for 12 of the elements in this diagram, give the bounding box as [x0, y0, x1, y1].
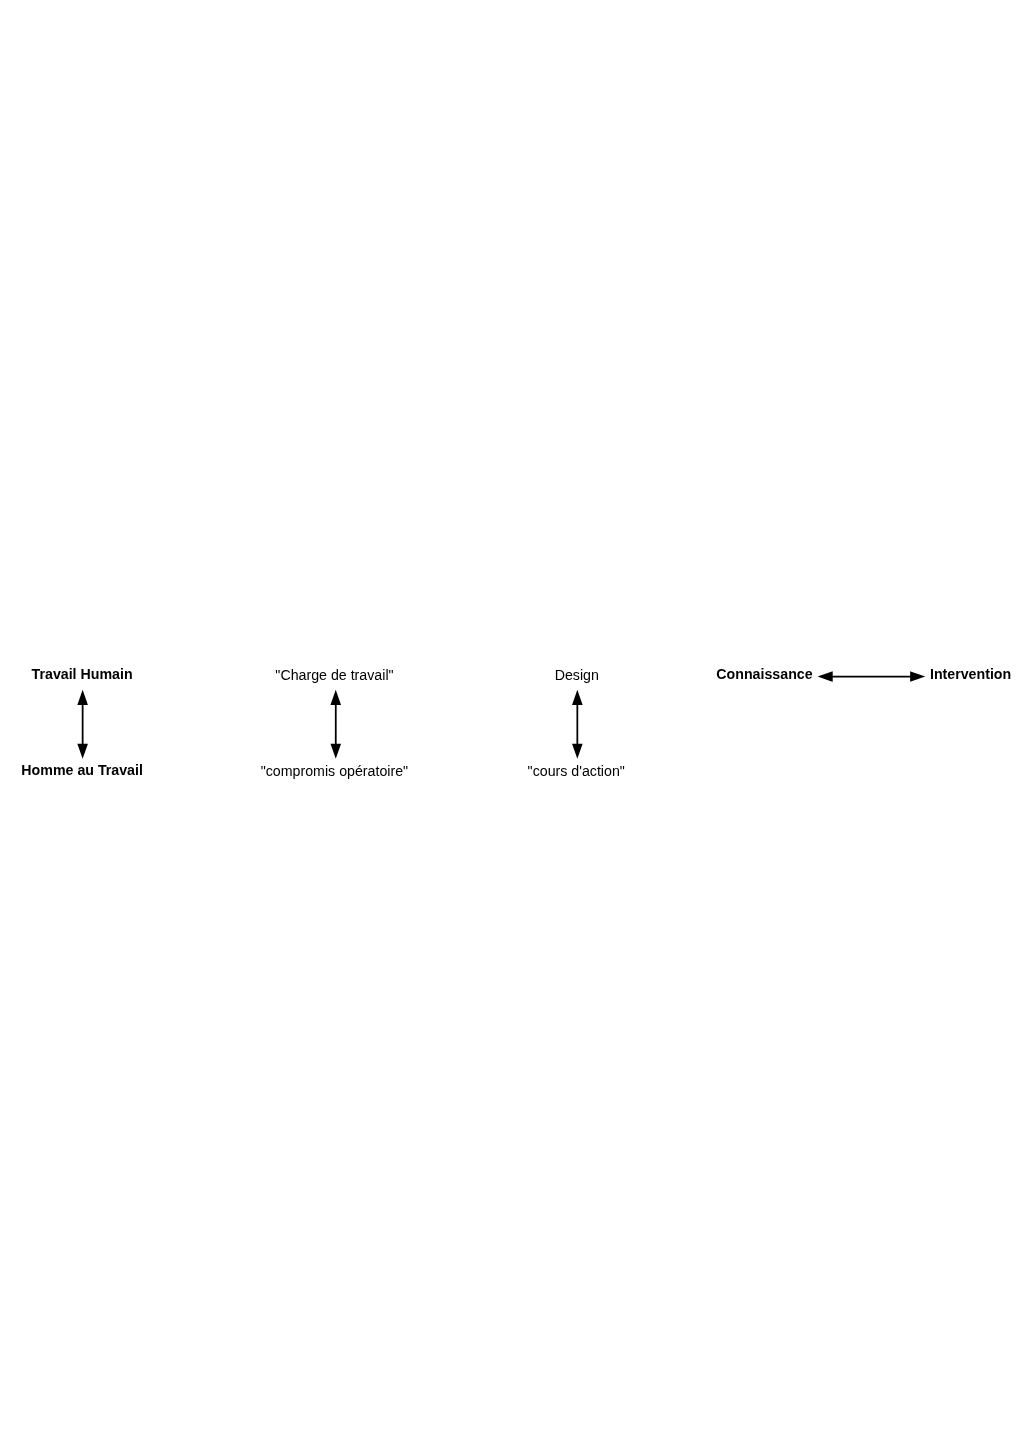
- arrow: [571, 689, 583, 759]
- arrow: [329, 689, 341, 759]
- node-text: Design: [554, 666, 599, 683]
- node-text: Intervention: [929, 665, 1011, 682]
- node-text: "Charge de travail": [274, 666, 394, 683]
- node-text: Travail Humain: [31, 665, 133, 682]
- node-text: "cours d'action": [527, 762, 625, 779]
- arrow: [817, 670, 925, 682]
- node-text: Homme au Travail: [20, 761, 143, 778]
- arrow: [76, 689, 88, 759]
- node-text: Connaissance: [715, 665, 813, 682]
- node-text: "compromis opératoire": [260, 762, 408, 779]
